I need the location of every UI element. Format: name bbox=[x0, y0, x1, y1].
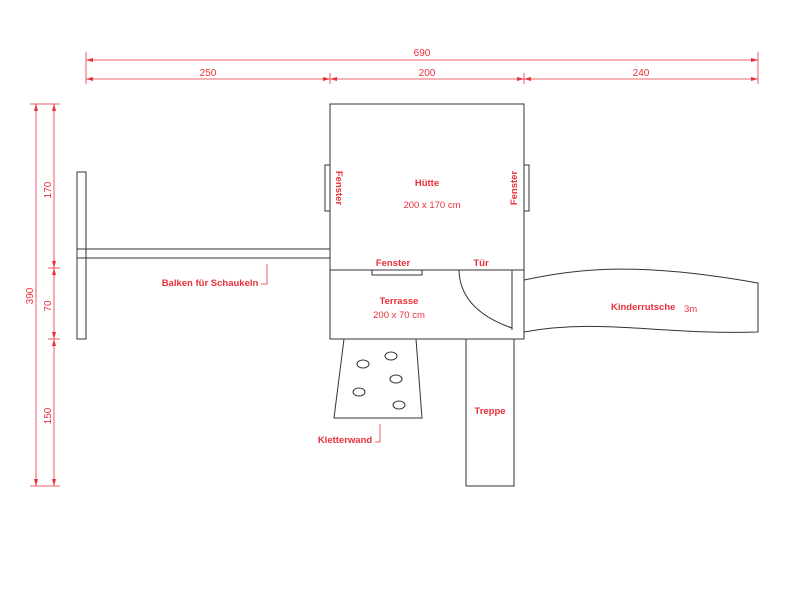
arrowhead bbox=[52, 339, 56, 346]
terrace-outline bbox=[329, 269, 525, 340]
arrowhead bbox=[86, 77, 93, 81]
swing-beam-label: Balken für Schaukeln bbox=[162, 278, 259, 289]
arrowhead bbox=[517, 77, 524, 81]
swing-beam bbox=[76, 248, 331, 259]
slide-outline bbox=[523, 268, 759, 333]
labels: Hütte 200 x 170 cm Fenster Fenster Fenst… bbox=[162, 171, 698, 446]
window-right-frame bbox=[523, 164, 530, 212]
dim-middle-width: 200 bbox=[419, 68, 436, 79]
window-left-frame bbox=[324, 164, 331, 212]
horizontal-dimensions: 690 250 200 240 bbox=[85, 48, 759, 84]
climbing-wall-leader bbox=[375, 424, 381, 443]
structures bbox=[76, 103, 759, 487]
arrowhead bbox=[52, 332, 56, 339]
arrowhead bbox=[330, 77, 337, 81]
arrowhead bbox=[52, 268, 56, 275]
climbing-hold bbox=[392, 400, 406, 410]
terrace-title: Terrasse bbox=[380, 296, 419, 307]
dim-middle-height: 70 bbox=[43, 300, 54, 312]
door-swing-arc bbox=[458, 269, 513, 329]
arrowhead bbox=[323, 77, 330, 81]
arrowhead bbox=[52, 261, 56, 268]
arrowhead bbox=[52, 479, 56, 486]
dim-top-height: 170 bbox=[43, 181, 54, 198]
dim-total-height: 390 bbox=[25, 287, 36, 304]
arrowhead bbox=[751, 77, 758, 81]
window-left-label: Fenster bbox=[333, 171, 344, 206]
arrowhead bbox=[34, 104, 38, 111]
climbing-hold bbox=[384, 351, 398, 361]
window-right-label: Fenster bbox=[509, 171, 520, 206]
stairs-outline bbox=[465, 338, 515, 487]
arrowhead bbox=[524, 77, 531, 81]
hut-size: 200 x 170 cm bbox=[403, 200, 460, 211]
swing-beam-leader bbox=[261, 264, 268, 285]
dim-bottom-height: 150 bbox=[43, 407, 54, 424]
climbing-wall-label: Kletterwand bbox=[318, 435, 373, 446]
slide-label: Kinderrutsche bbox=[611, 302, 675, 313]
vertical-dimensions: 390 170 70 150 bbox=[25, 103, 60, 487]
climbing-hold bbox=[389, 374, 403, 384]
window-bottom-frame bbox=[371, 269, 423, 276]
arrowhead bbox=[751, 58, 758, 62]
window-bottom-label: Fenster bbox=[376, 258, 411, 269]
swing-post bbox=[76, 171, 87, 340]
climbing-hold bbox=[352, 387, 366, 397]
arrowhead bbox=[34, 479, 38, 486]
dim-left-width: 250 bbox=[200, 68, 217, 79]
arrowhead bbox=[52, 104, 56, 111]
slide-length: 3m bbox=[684, 304, 697, 315]
arrowhead bbox=[86, 58, 93, 62]
hut-title: Hütte bbox=[415, 178, 439, 189]
dim-total-width: 690 bbox=[414, 48, 431, 59]
climbing-hold bbox=[356, 359, 370, 369]
dim-right-width: 240 bbox=[633, 68, 650, 79]
door-label: Tür bbox=[473, 258, 489, 269]
climbing-wall-outline bbox=[333, 338, 423, 419]
stairs-label: Treppe bbox=[474, 406, 505, 417]
terrace-size: 200 x 70 cm bbox=[373, 310, 425, 321]
